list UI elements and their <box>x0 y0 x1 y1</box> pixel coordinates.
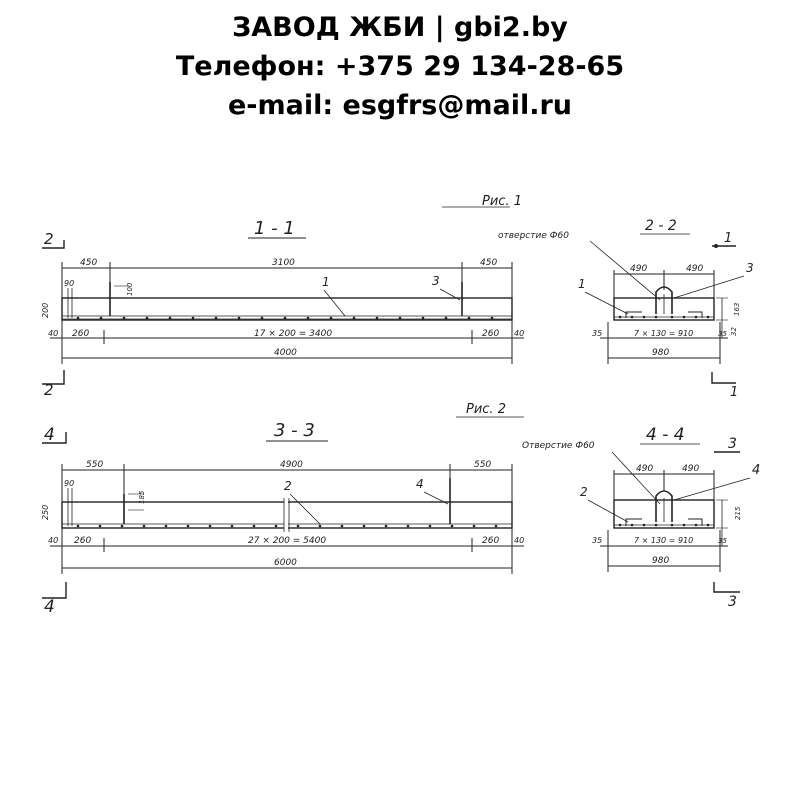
rebar-dots-2-2 <box>618 315 710 319</box>
cut-mark-2-top: 2 <box>44 230 54 248</box>
dim-40-right: 40 <box>514 329 524 338</box>
dim-35-right-4-4: 35 <box>718 537 727 545</box>
pos-3: 3 <box>432 274 440 288</box>
dim-height-200: 200 <box>41 303 50 318</box>
pos-4-4-4: 4 <box>752 463 760 478</box>
dim-4900: 4900 <box>280 460 303 470</box>
section-2-2: 2 - 2 отверстие Ф60 1 1 490 490 1 <box>498 218 754 400</box>
dim-490-right: 490 <box>686 264 703 274</box>
dim-490-right-4-4: 490 <box>682 464 699 474</box>
dim-35-left: 35 <box>592 329 602 338</box>
pos-1: 1 <box>322 275 330 289</box>
section-1-1-title: 1 - 1 <box>254 218 295 239</box>
section-2-2-title: 2 - 2 <box>645 218 677 234</box>
rebar-dots-3-3 <box>76 524 498 528</box>
dim-3100: 3100 <box>272 258 295 268</box>
dim-490-left-4-4: 490 <box>636 464 653 474</box>
dim-260-right: 260 <box>482 329 499 339</box>
dim-35-left-4-4: 35 <box>592 536 602 545</box>
cut-mark-2-bottom: 2 <box>44 381 54 399</box>
dim-550-left: 550 <box>86 460 103 470</box>
dim-163: 163 <box>733 303 741 316</box>
dim-90: 90 <box>64 279 74 288</box>
dim-40-right-3-3: 40 <box>514 536 524 545</box>
section-4-4: 4 - 4 Отверстие Ф60 3 3 490 490 2 4 <box>522 425 760 610</box>
rebar-dots-1-1 <box>76 316 494 320</box>
dim-35-right: 35 <box>718 330 727 338</box>
header-email: e-mail: esgfrs@mail.ru <box>227 90 573 121</box>
cut-mark-4-bottom: 4 <box>44 597 55 617</box>
rebar-dots-4-4 <box>618 523 710 527</box>
cut-mark-3-bottom: 3 <box>728 594 737 610</box>
dim-spacing-2-2: 7 × 130 = 910 <box>634 329 693 338</box>
header: ЗАВОД ЖБИ | gbi2.by Телефон: +375 29 134… <box>0 8 800 125</box>
dim-450-left: 450 <box>80 258 97 268</box>
cut-mark-3-top: 3 <box>728 436 737 452</box>
dim-260-left-3-3: 260 <box>74 536 91 546</box>
dim-spacing-4-4: 7 × 130 = 910 <box>634 536 693 545</box>
fig2-label: Рис. 2 <box>466 402 506 417</box>
dim-450-right: 450 <box>480 258 497 268</box>
section-4-4-title: 4 - 4 <box>646 425 685 445</box>
cut-mark-1-top: 1 <box>724 231 732 246</box>
section-1-1: Рис. 1 1 - 1 2 2 450 3100 450 90 200 100 <box>41 194 524 399</box>
hole-label-2-2: отверстие Ф60 <box>498 231 569 241</box>
dim-260-left: 260 <box>72 329 89 339</box>
dim-32: 32 <box>730 327 738 336</box>
dim-490-left: 490 <box>630 264 647 274</box>
section-3-3: Рис. 2 3 - 3 4 4 550 4900 550 90 250 185 <box>41 402 524 617</box>
dim-total-980-4-4: 980 <box>652 556 669 566</box>
dim-90-3-3: 90 <box>64 479 74 488</box>
pos-1-2-2: 1 <box>578 277 586 291</box>
dim-40-left: 40 <box>48 329 58 338</box>
dim-loop-100: 100 <box>126 282 134 296</box>
section-3-3-title: 3 - 3 <box>274 420 315 441</box>
header-company: ЗАВОД ЖБИ | gbi2.by <box>232 12 568 43</box>
dim-spacing: 17 × 200 = 3400 <box>254 329 332 339</box>
dim-40-left-3-3: 40 <box>48 536 58 545</box>
header-phone: Телефон: +375 29 134-28-65 <box>175 51 625 82</box>
pos-3-2-2: 3 <box>746 261 754 275</box>
fig1-label: Рис. 1 <box>482 194 522 209</box>
cut-mark-1-bottom: 1 <box>730 385 738 400</box>
dim-215: 215 <box>734 506 742 520</box>
dim-total-980: 980 <box>652 348 669 358</box>
dim-spacing-3-3: 27 × 200 = 5400 <box>248 536 326 546</box>
dim-height-250: 250 <box>41 505 50 520</box>
pos-2-4-4: 2 <box>580 485 588 499</box>
dim-total-4000: 4000 <box>274 348 297 358</box>
dim-loop-185: 185 <box>138 490 146 504</box>
pos-2: 2 <box>284 479 292 493</box>
dim-total-6000: 6000 <box>274 558 297 568</box>
pos-4: 4 <box>416 477 424 491</box>
hole-label-4-4: Отверстие Ф60 <box>522 441 595 451</box>
dim-260-right-3-3: 260 <box>482 536 499 546</box>
dim-550-right: 550 <box>474 460 491 470</box>
cut-mark-4-top: 4 <box>44 425 55 445</box>
